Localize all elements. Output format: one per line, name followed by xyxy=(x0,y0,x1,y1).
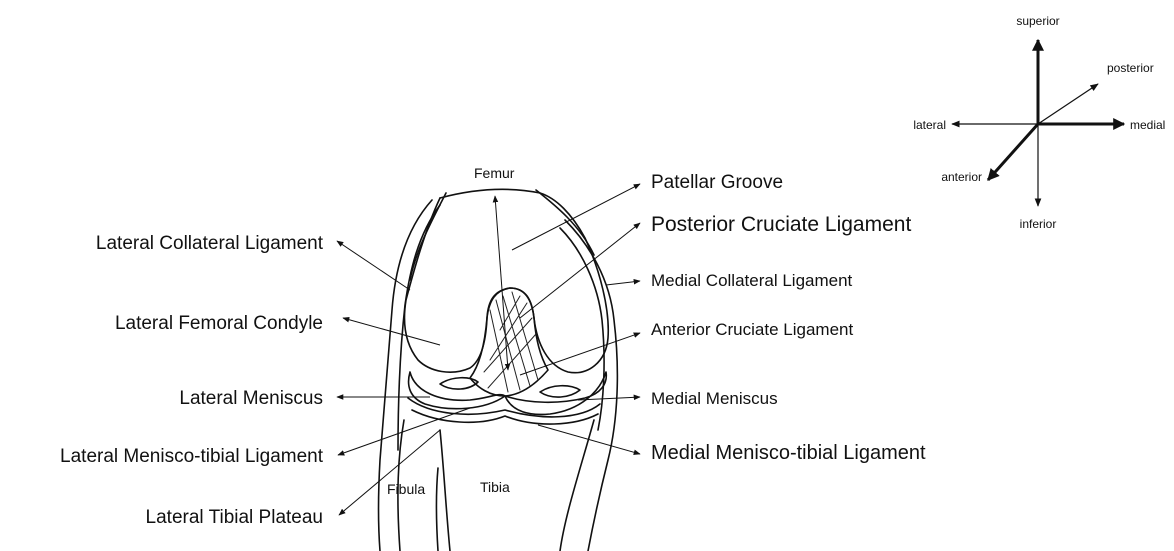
label-medial-collateral-ligament: Medial Collateral Ligament xyxy=(651,271,853,290)
left-leaders xyxy=(337,241,470,515)
orientation-compass: superior posterior lateral medial anteri… xyxy=(913,14,1165,231)
posterior-arrow xyxy=(1038,84,1098,124)
label-lateral-tibial-plateau: Lateral Tibial Plateau xyxy=(146,507,323,528)
cruciate-fibers xyxy=(484,292,538,392)
femur-top-line xyxy=(440,189,540,198)
tibia-left xyxy=(440,430,450,551)
medial-label: medial xyxy=(1130,118,1165,132)
lateral-label: lateral xyxy=(913,118,946,132)
anterior-label: anterior xyxy=(941,170,982,184)
notch-outline xyxy=(470,288,548,396)
anterior-arrow xyxy=(988,124,1038,180)
label-anterior-cruciate-ligament: Anterior Cruciate Ligament xyxy=(651,320,853,339)
lcl-band-outer xyxy=(379,200,433,551)
label-lateral-collateral-ligament: Lateral Collateral Ligament xyxy=(96,233,324,254)
superior-label: superior xyxy=(1016,14,1059,28)
inferior-label: inferior xyxy=(1020,217,1057,231)
label-posterior-cruciate-ligament: Posterior Cruciate Ligament xyxy=(651,213,911,236)
label-lateral-meniscus: Lateral Meniscus xyxy=(179,388,323,409)
tibia-label: Tibia xyxy=(480,479,510,495)
label-lateral-menisco-tibial-ligament: Lateral Menisco-tibial Ligament xyxy=(60,446,324,467)
femur-label: Femur xyxy=(474,165,515,181)
lateral-meniscus-inner xyxy=(440,378,478,389)
label-medial-menisco-tibial-ligament: Medial Menisco-tibial Ligament xyxy=(651,442,926,464)
label-lateral-femoral-condyle: Lateral Femoral Condyle xyxy=(115,313,323,334)
label-medial-meniscus: Medial Meniscus xyxy=(651,389,778,408)
medial-meniscus-inner xyxy=(540,386,580,397)
mcl-band-outer xyxy=(565,220,617,551)
medial-meniscus-shape xyxy=(505,372,606,414)
fibula-label: Fibula xyxy=(387,481,425,497)
fibula-inner xyxy=(437,468,439,551)
label-patellar-groove: Patellar Groove xyxy=(651,172,783,193)
posterior-label: posterior xyxy=(1107,61,1154,75)
